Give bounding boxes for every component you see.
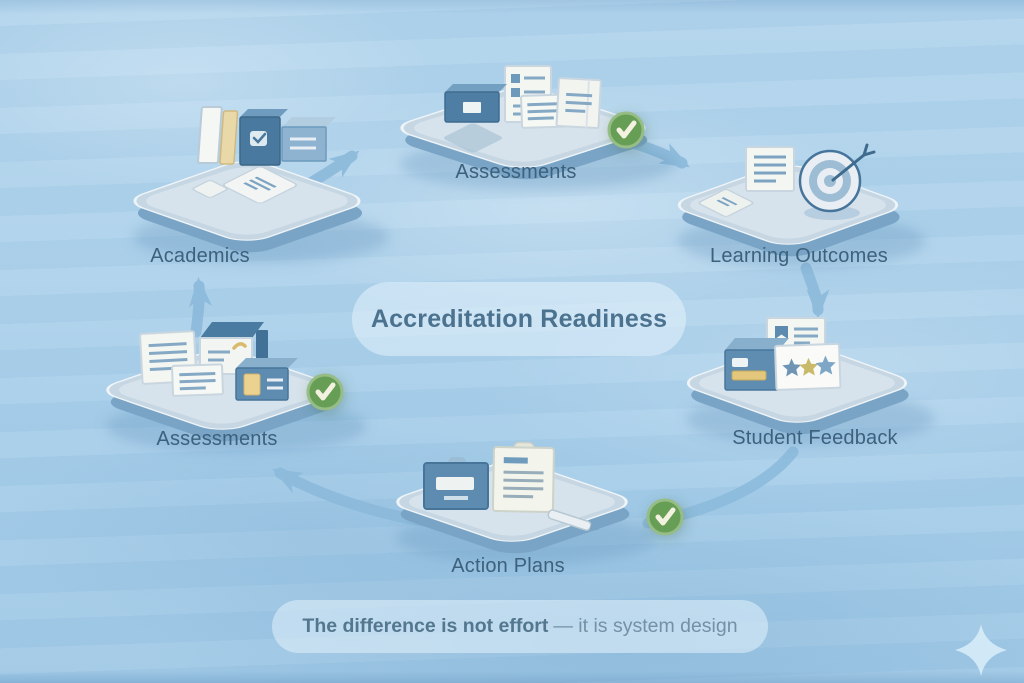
center-title-text: Accreditation Readiness bbox=[370, 304, 668, 333]
tagline: The difference is not effort — it is sys… bbox=[272, 600, 768, 653]
node-assessments-top-illustration bbox=[389, 65, 677, 190]
check-icon bbox=[648, 500, 686, 539]
tagline-rest-text: — it is system design bbox=[553, 615, 738, 637]
node-label-learning-outcomes: Learning Outcomes bbox=[710, 245, 888, 267]
check-icon bbox=[609, 113, 647, 152]
node-label-assessments-top: Assessments bbox=[455, 161, 577, 183]
arrow-learning-outcomes-to-student-feedback bbox=[800, 262, 830, 320]
node-student-feedback-illustration bbox=[676, 317, 934, 445]
check-icon bbox=[308, 375, 346, 414]
node-label-assessments-left: Assessments bbox=[156, 428, 278, 450]
arrow-assessments-left-to-academics bbox=[188, 276, 212, 338]
node-academics-illustration bbox=[123, 106, 389, 263]
node-assessments-left-illustration bbox=[95, 322, 367, 452]
node-action-plans-illustration bbox=[385, 441, 657, 564]
center-title: Accreditation Readiness bbox=[352, 282, 686, 356]
node-learning-outcomes-illustration bbox=[667, 143, 925, 267]
node-label-action-plans: Action Plans bbox=[451, 555, 565, 577]
tagline-bold-text: The difference is not effort bbox=[302, 615, 549, 637]
node-label-academics: Academics bbox=[150, 245, 250, 267]
node-label-student-feedback: Student Feedback bbox=[732, 427, 898, 449]
sparkle-icon bbox=[955, 624, 1007, 676]
